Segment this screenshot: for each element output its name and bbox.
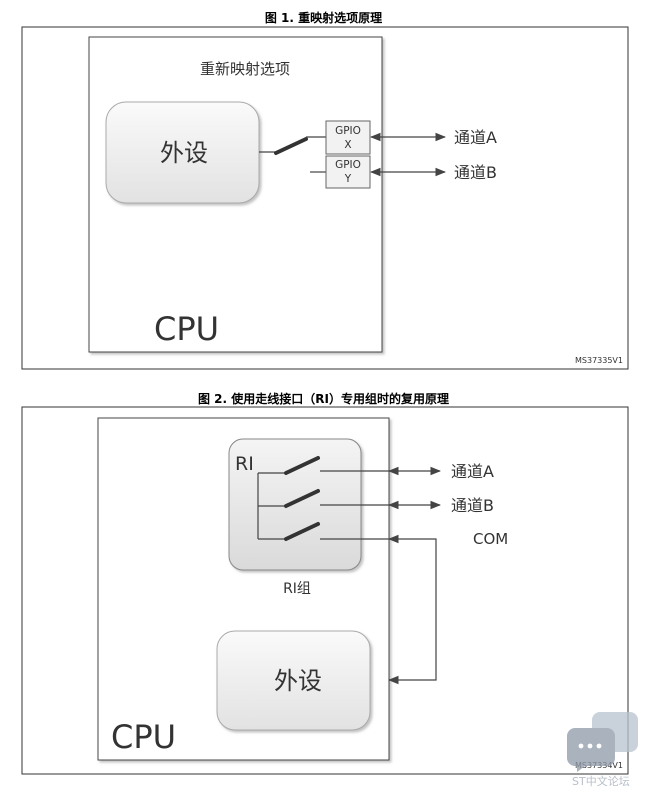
figure1-id: MS37335V1 <box>575 356 623 365</box>
figure1-gpio-y-line1: GPIO <box>335 159 361 171</box>
ri-group-label: RI组 <box>283 581 311 597</box>
figure1-gpio-y-pin <box>325 155 371 189</box>
figure2-peripheral-box <box>216 630 371 731</box>
ri-switch-1 <box>284 456 320 475</box>
figure2-channel-b: 通道B <box>451 496 494 515</box>
figure2-caption: 图 2. 使用走线接口（RI）专用组时的复用原理 <box>198 392 449 406</box>
figure1-channel-a: 通道A <box>454 128 497 147</box>
figure1-gpio-x-line2: X <box>344 139 351 151</box>
figure1-frame <box>21 26 629 370</box>
chat-bubble-icon <box>567 712 638 772</box>
figure1-caption: 图 1. 重映射选项原理 <box>264 11 383 25</box>
figure2-frame <box>21 406 629 775</box>
ri-label: RI <box>235 453 254 475</box>
figure2-channel-a: 通道A <box>451 462 494 481</box>
figure1-channel-b: 通道B <box>454 163 497 182</box>
figure2-cpu-label: CPU <box>111 718 176 756</box>
ri-switch-3 <box>284 522 320 541</box>
figure1-cpu-label: CPU <box>154 310 219 348</box>
figure1-gpio-x-line1: GPIO <box>335 125 361 137</box>
figure2-peripheral-label: 外设 <box>274 667 322 695</box>
figure1-gpio-y-line2: Y <box>344 173 352 185</box>
figure1-peripheral-label: 外设 <box>160 139 208 167</box>
figure1-cpu-title: 重新映射选项 <box>200 60 290 78</box>
ri-switch-2 <box>284 489 320 508</box>
com-loop <box>387 534 437 685</box>
figure1-gpio-x-pin <box>325 120 371 155</box>
figure2-com: COM <box>473 530 508 548</box>
figure1-switch <box>274 137 308 155</box>
watermark-text: ST中文论坛 <box>572 775 630 788</box>
